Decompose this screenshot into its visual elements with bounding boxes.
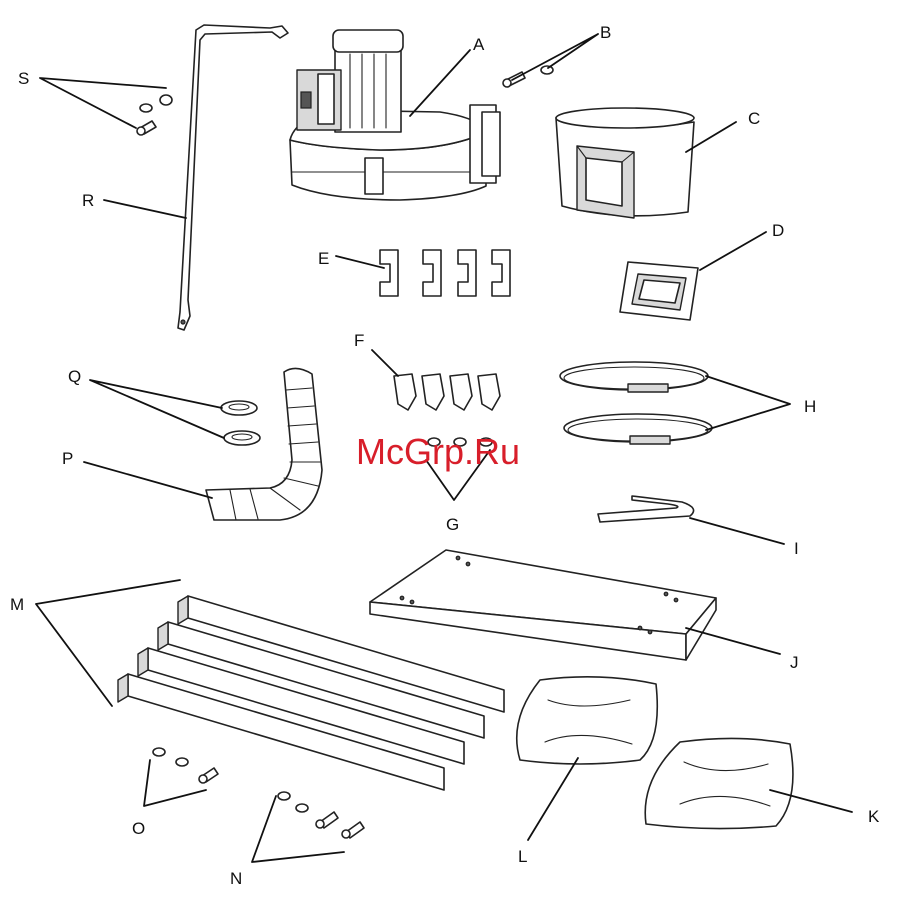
label-a: A bbox=[473, 35, 485, 54]
label-d: D bbox=[772, 221, 784, 240]
label-e: E bbox=[318, 249, 329, 268]
part-n-hardware bbox=[278, 792, 364, 838]
leader-p bbox=[84, 462, 212, 498]
leader-a bbox=[410, 50, 470, 116]
label-h: H bbox=[804, 397, 816, 416]
part-k-bag bbox=[645, 738, 793, 828]
label-q: Q bbox=[68, 367, 81, 386]
part-r-rod bbox=[178, 25, 288, 330]
part-o-hardware bbox=[153, 748, 218, 783]
label-p: P bbox=[62, 449, 73, 468]
label-n: N bbox=[230, 869, 242, 888]
label-s: S bbox=[18, 69, 29, 88]
part-e-brackets bbox=[380, 250, 510, 296]
label-o: O bbox=[132, 819, 145, 838]
label-l: L bbox=[518, 847, 527, 866]
label-b: B bbox=[600, 23, 611, 42]
label-i: I bbox=[794, 539, 799, 558]
leader-b bbox=[512, 34, 598, 80]
leader-j bbox=[686, 628, 780, 654]
part-f-casters bbox=[394, 374, 500, 410]
leader-d bbox=[700, 232, 766, 270]
part-d-gasket bbox=[620, 262, 698, 320]
leader-f bbox=[372, 350, 398, 376]
part-l-bag bbox=[517, 677, 658, 764]
leader-r bbox=[104, 200, 186, 218]
part-a-blower bbox=[290, 30, 500, 200]
part-i-handle bbox=[598, 496, 694, 522]
part-b-screws bbox=[503, 66, 553, 87]
leader-o bbox=[144, 760, 206, 806]
label-r: R bbox=[82, 191, 94, 210]
label-k: K bbox=[868, 807, 880, 826]
leader-l bbox=[528, 758, 578, 840]
part-p-hose bbox=[206, 368, 322, 520]
part-j-base bbox=[370, 550, 716, 660]
watermark-text: McGrp.Ru bbox=[356, 431, 520, 472]
leader-s bbox=[40, 78, 166, 128]
leader-h bbox=[706, 376, 790, 430]
label-g: G bbox=[446, 515, 459, 534]
part-c-drum bbox=[556, 108, 694, 218]
part-h-clamps bbox=[560, 362, 712, 444]
leader-q bbox=[90, 380, 224, 438]
label-f: F bbox=[354, 331, 364, 350]
leader-i bbox=[690, 518, 784, 544]
label-c: C bbox=[748, 109, 760, 128]
label-j: J bbox=[790, 653, 799, 672]
part-q-flanges bbox=[221, 401, 260, 445]
leader-e bbox=[336, 256, 384, 268]
part-s-hardware bbox=[137, 95, 172, 135]
label-m: M bbox=[10, 595, 24, 614]
